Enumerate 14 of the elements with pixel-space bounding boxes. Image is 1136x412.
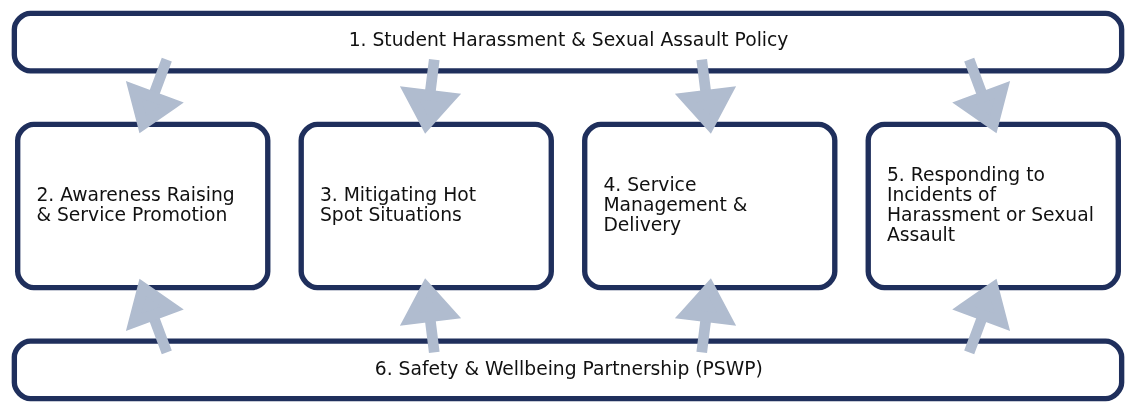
node-box: 3. Mitigating Hot Spot Situations — [298, 121, 554, 291]
arrow — [399, 278, 462, 354]
arrow — [674, 58, 737, 134]
arrow — [952, 278, 1011, 355]
arrow — [399, 58, 462, 134]
node-box: 5. Responding to Incidents of Harassment or Sexual Assault — [865, 121, 1121, 291]
node-box: 1. Student Harassment & Sexual Assault Policy — [11, 10, 1125, 74]
node-box: 2. Awareness Raising & Service Promotion — [15, 121, 271, 291]
arrow — [674, 278, 737, 354]
arrow — [125, 278, 184, 355]
arrow — [952, 57, 1011, 134]
node-box: 6. Safety & Wellbeing Partnership (PSWP) — [11, 338, 1125, 402]
arrow — [125, 57, 184, 134]
node-box: 4. Service Management & Delivery — [582, 121, 838, 291]
